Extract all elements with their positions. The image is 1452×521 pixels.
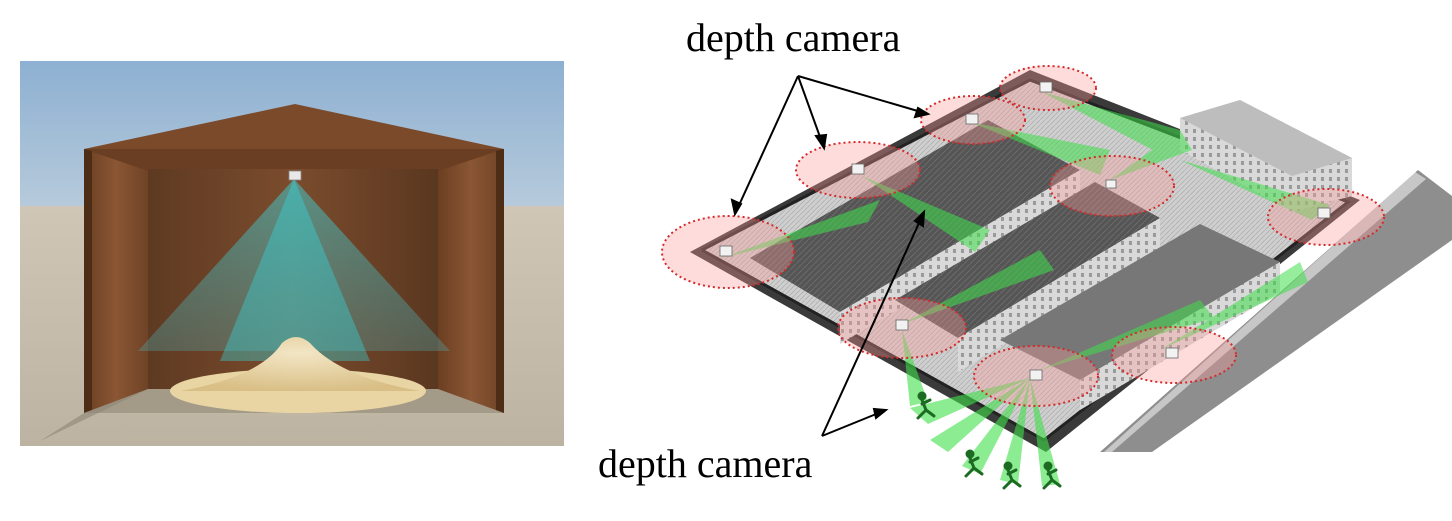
warehouse-sand-pile-scene xyxy=(20,61,564,446)
right-wall xyxy=(438,149,504,413)
fan-ray-5 xyxy=(1030,378,1060,486)
camera-icon xyxy=(1029,369,1043,381)
fan-ray-2 xyxy=(930,378,1030,452)
bottom-label-pointers xyxy=(821,209,926,437)
pointer-arrow xyxy=(797,75,929,115)
depth-camera-label-bottom: depth camera xyxy=(598,441,813,486)
running-person-icon xyxy=(916,391,1062,490)
depth-camera-beam xyxy=(138,179,450,351)
pointer-arrow xyxy=(734,75,799,215)
fan-ray-1 xyxy=(910,378,1030,424)
depth-camera-label-top: depth camera xyxy=(686,15,901,60)
fan-ray-3 xyxy=(962,378,1030,474)
office-roof xyxy=(1180,100,1352,176)
building-b-wall xyxy=(958,218,1160,372)
roof-eave xyxy=(84,149,504,171)
left-wall-edge xyxy=(84,149,92,413)
arrowhead xyxy=(872,407,889,420)
fan-ray-4 xyxy=(1000,378,1030,484)
camera-icon xyxy=(965,113,979,125)
building-c-roof xyxy=(1000,224,1280,380)
top-label-pointers xyxy=(730,75,931,217)
camera-icon xyxy=(895,319,909,331)
factory-camera-layout xyxy=(661,65,1452,490)
camera-icon xyxy=(1165,347,1179,359)
building-c-wall xyxy=(1080,262,1280,410)
people-view-fan xyxy=(902,330,1060,486)
view-cone-6 xyxy=(1180,160,1330,220)
depth-camera-beam-core xyxy=(220,179,370,361)
view-cone-4 xyxy=(1042,92,1180,158)
fan-ray-6 xyxy=(902,330,928,406)
view-cone-2 xyxy=(862,176,990,252)
left-wall xyxy=(84,149,148,413)
camera-view-cones xyxy=(722,92,1330,370)
view-cone-5 xyxy=(1110,130,1192,180)
camera-icon xyxy=(288,170,302,181)
perimeter-fence xyxy=(701,78,1352,442)
camera-icon xyxy=(1105,179,1117,189)
view-cone-7 xyxy=(900,250,1054,325)
right-wall-edge xyxy=(496,149,504,413)
camera-icon xyxy=(719,245,733,257)
camera-icon xyxy=(1317,207,1331,219)
arrowhead xyxy=(913,209,926,228)
view-cone-8 xyxy=(1040,300,1214,370)
arrowhead xyxy=(913,106,931,119)
wall-shadow xyxy=(40,389,148,441)
view-cone-9 xyxy=(1160,262,1308,350)
camera-icon xyxy=(1039,81,1053,93)
road-edge xyxy=(1104,172,1426,452)
arrowhead xyxy=(730,198,743,217)
sand-pile xyxy=(180,337,420,391)
camera-icon xyxy=(851,163,865,175)
roof-gable xyxy=(84,104,504,149)
building-a-roof xyxy=(750,120,1080,312)
view-cone-1 xyxy=(722,200,880,258)
camera-devices xyxy=(719,81,1331,381)
arrowhead xyxy=(814,133,828,151)
pointer-arrow xyxy=(821,211,925,437)
